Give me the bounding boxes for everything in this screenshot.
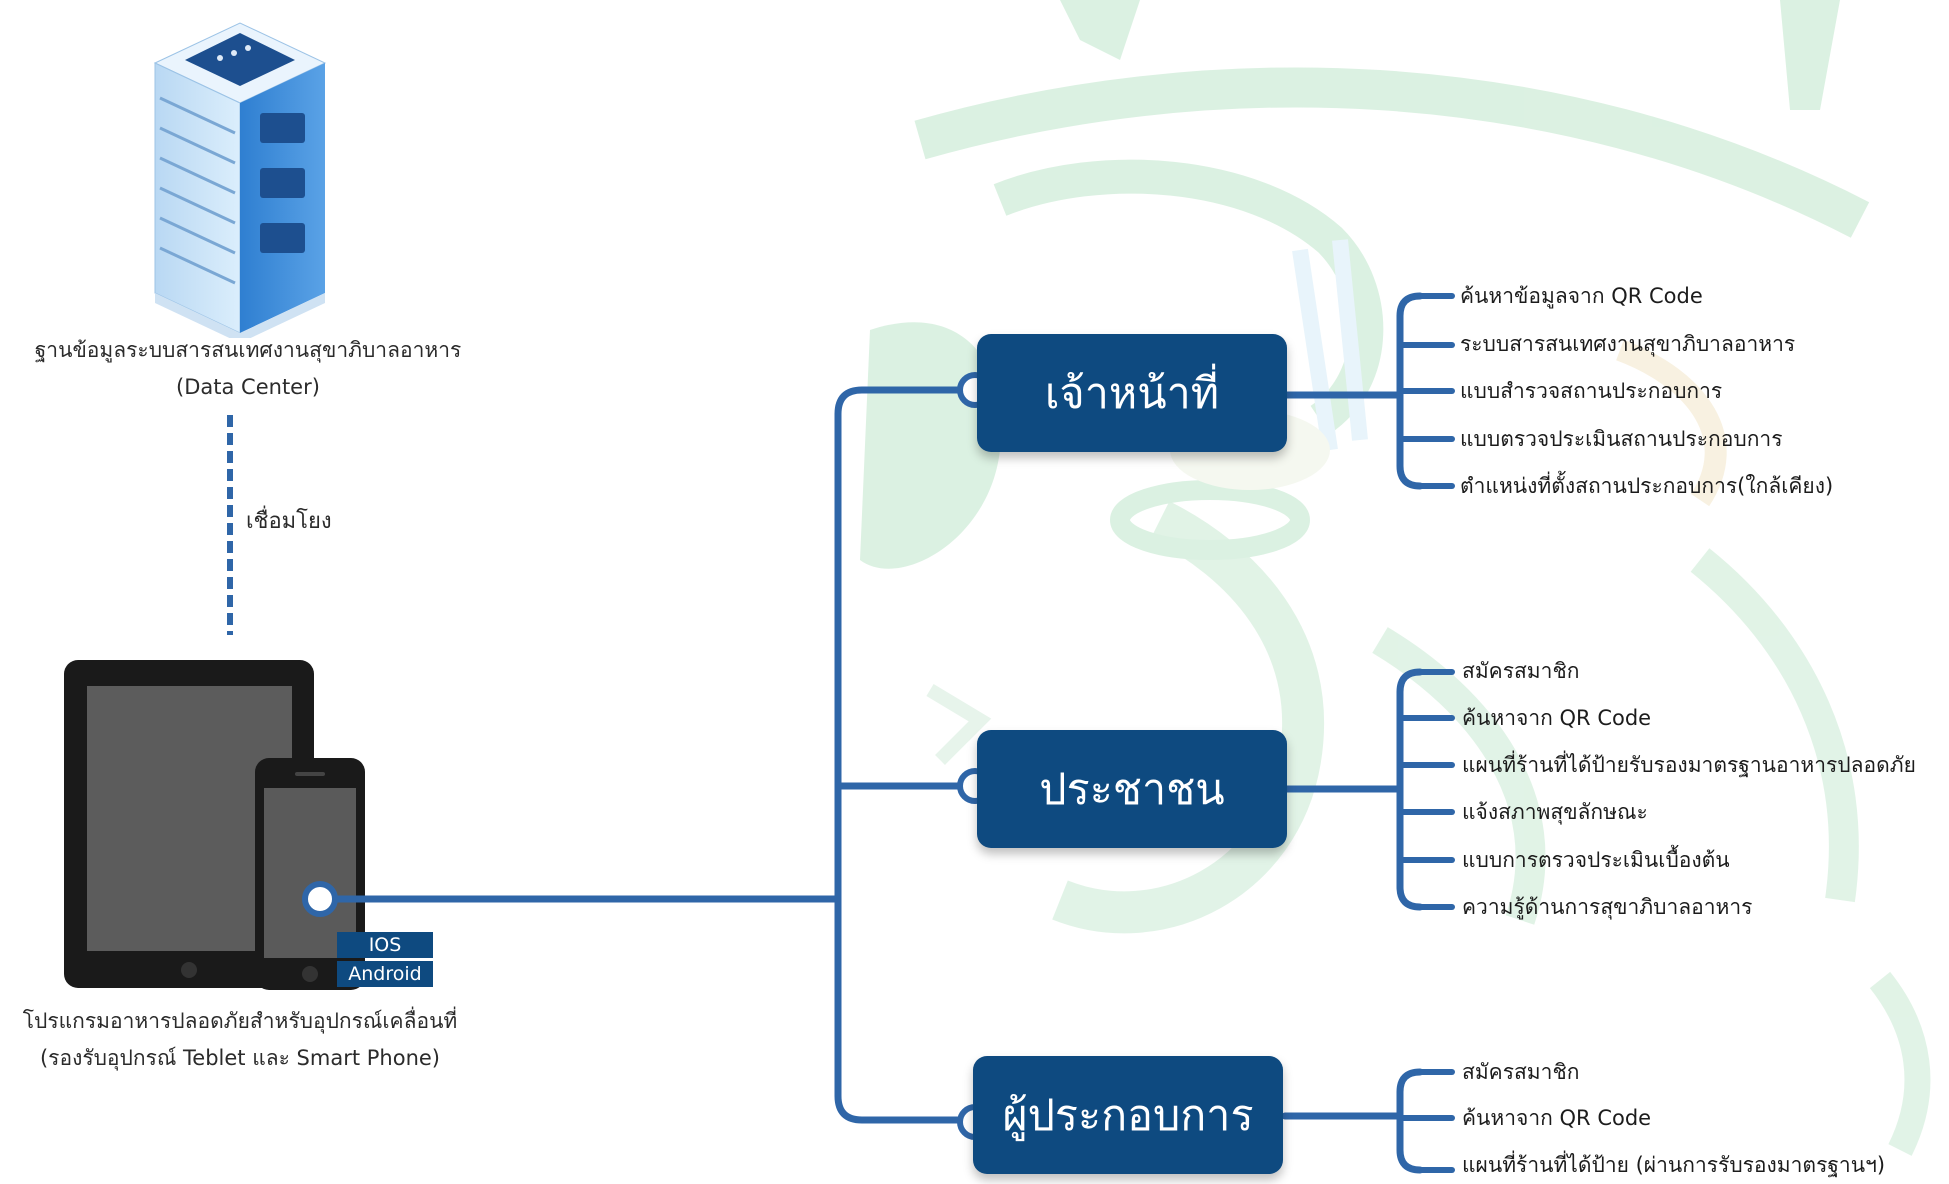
operator-item: ค้นหาจาก QR Code bbox=[1462, 1106, 1652, 1130]
device-sublabel: (รองรับอุปกรณ์ Teblet และ Smart Phone) bbox=[39, 1046, 440, 1070]
device-node bbox=[302, 881, 338, 917]
citizen-item: ค้นหาจาก QR Code bbox=[1462, 706, 1652, 730]
role-operator-label: ผู้ประกอบการ bbox=[1002, 1091, 1254, 1141]
citizen-bracket bbox=[1396, 668, 1424, 911]
connection-label: เชื่อมโยง bbox=[246, 509, 332, 534]
citizen-item: สมัครสมาชิก bbox=[1462, 659, 1580, 683]
officer-item: ค้นหาข้อมูลจาก QR Code bbox=[1460, 284, 1703, 308]
role-officer-box: เจ้าหน้าที่ bbox=[977, 334, 1287, 452]
operator-item: แผนที่ร้านที่ได้ป้าย (ผ่านการรับรองมาตรฐ… bbox=[1462, 1153, 1886, 1177]
connection-dashed-line bbox=[227, 415, 233, 635]
role-citizen-label: ประชาชน bbox=[1039, 765, 1225, 815]
role-operator-box: ผู้ประกอบการ bbox=[973, 1056, 1283, 1174]
data-center-caption: ฐานข้อมูลระบบสารสนเทศงานสุขาภิบาลอาหาร (… bbox=[8, 332, 488, 406]
officer-item: แบบสำรวจสถานประกอบการ bbox=[1460, 379, 1723, 403]
data-center-sublabel: (Data Center) bbox=[176, 375, 320, 399]
role-hub-line bbox=[834, 386, 979, 1124]
operator-item: สมัครสมาชิก bbox=[1462, 1060, 1580, 1084]
officer-item: ระบบสารสนเทศงานสุขาภิบาลอาหาร bbox=[1460, 332, 1796, 356]
device-caption: โปรแกรมอาหารปลอดภัยสำหรับอุปกรณ์เคลื่อนท… bbox=[0, 1003, 480, 1077]
platform-android-badge: Android bbox=[337, 961, 433, 987]
citizen-item: ความรู้ด้านการสุขาภิบาลอาหาร bbox=[1462, 895, 1753, 919]
server-icon bbox=[153, 22, 327, 338]
officer-item: แบบตรวจประเมินสถานประกอบการ bbox=[1460, 427, 1783, 451]
platform-ios-badge: IOS bbox=[337, 932, 433, 958]
officer-item: ตำแหน่งที่ตั้งสถานประกอบการ(ใกล้เคียง) bbox=[1460, 474, 1834, 498]
data-center-label: ฐานข้อมูลระบบสารสนเทศงานสุขาภิบาลอาหาร bbox=[34, 338, 462, 362]
citizen-item: แบบการตรวจประเมินเบื้องต้น bbox=[1462, 848, 1730, 872]
citizen-item: แผนที่ร้านที่ได้ป้ายรับรองมาตรฐานอาหารปล… bbox=[1462, 753, 1916, 777]
role-officer-label: เจ้าหน้าที่ bbox=[1044, 369, 1220, 419]
device-label: โปรแกรมอาหารปลอดภัยสำหรับอุปกรณ์เคลื่อนท… bbox=[22, 1009, 458, 1033]
role-citizen-box: ประชาชน bbox=[977, 730, 1287, 848]
citizen-item: แจ้งสภาพสุขลักษณะ bbox=[1462, 800, 1648, 824]
